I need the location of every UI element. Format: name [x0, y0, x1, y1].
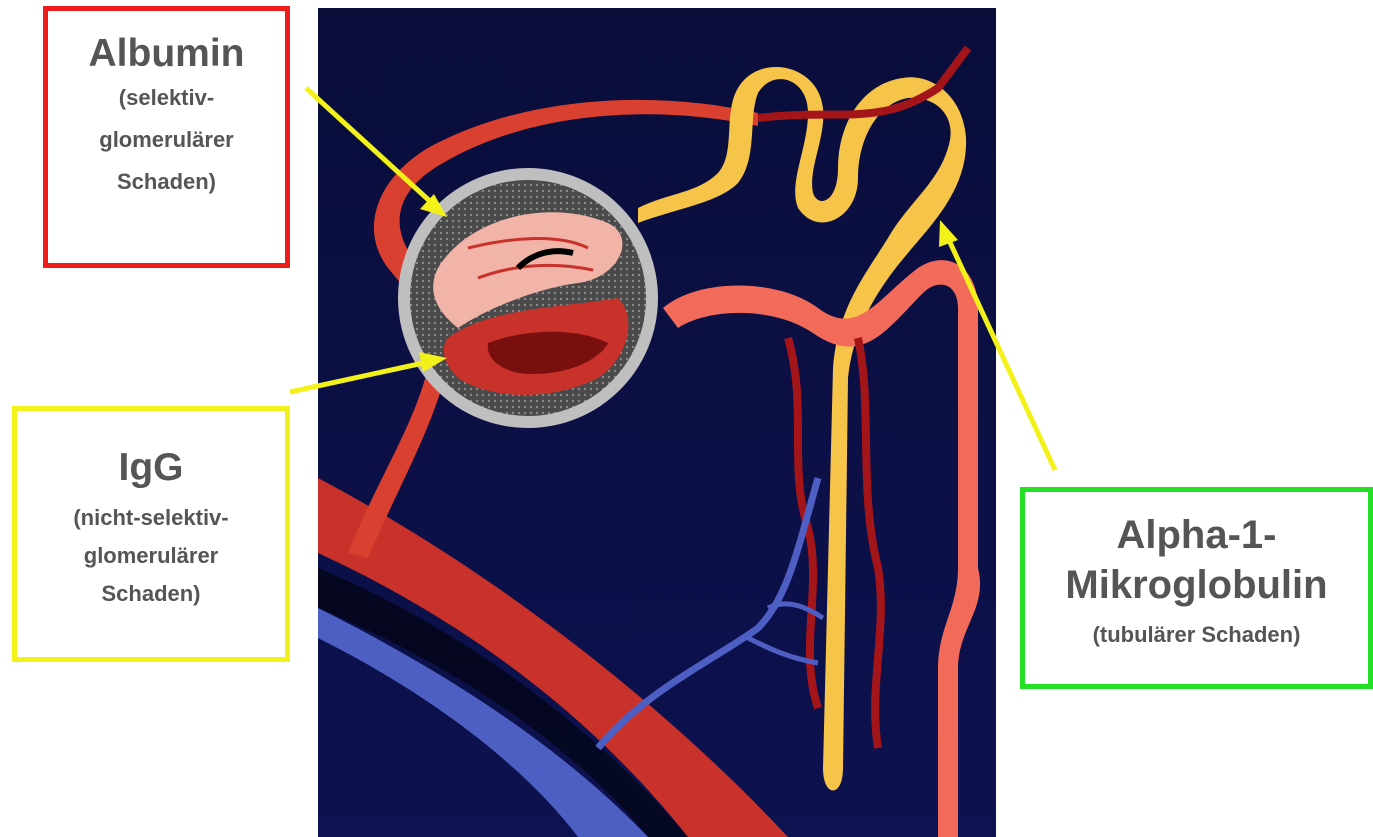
igg-line-3: Schaden) — [17, 575, 285, 613]
igg-callout: IgG (nicht-selektiv- glomerulärer Schade… — [12, 406, 290, 662]
igg-title: IgG — [17, 445, 285, 491]
alpha1-title-line-1: Alpha-1- — [1025, 510, 1368, 560]
albumin-line-2: glomerulärer — [48, 119, 285, 161]
alpha1-subtitle: (tubulärer Schaden) — [1025, 614, 1368, 656]
albumin-callout: Albumin (selektiv- glomerulärer Schaden) — [43, 6, 290, 268]
alpha1-title-line-2: Mikroglobulin — [1025, 560, 1368, 610]
albumin-title: Albumin — [48, 31, 285, 77]
igg-line-1: (nicht-selektiv- — [17, 499, 285, 537]
igg-line-2: glomerulärer — [17, 537, 285, 575]
nephron-illustration — [318, 8, 996, 837]
albumin-line-3: Schaden) — [48, 161, 285, 203]
alpha1-callout: Alpha-1- Mikroglobulin (tubulärer Schade… — [1020, 487, 1373, 689]
albumin-line-1: (selektiv- — [48, 77, 285, 119]
